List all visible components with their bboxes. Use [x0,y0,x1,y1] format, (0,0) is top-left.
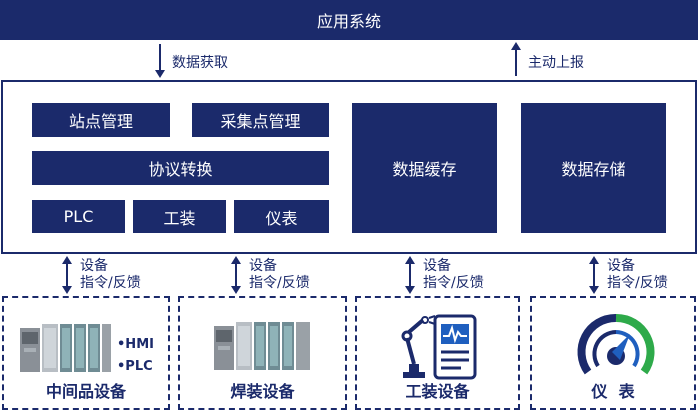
connection-label-line2: 指令/反馈 [607,275,668,291]
connection-label-line2: 指令/反馈 [249,275,310,291]
plc-rack-icon [20,324,111,372]
point-management-label: 采集点管理 [220,112,301,131]
protocol-conversion-label: 协议转换 [148,160,213,179]
plc-rack-icon [214,322,310,370]
connection-label-line2: 指令/反馈 [423,275,484,291]
data-acquire-label: 数据获取 [172,55,228,71]
data-storage-block: 数据存储 [521,103,666,233]
device-name-welding: 焊装设备 [230,382,295,401]
data-storage-label: 数据存储 [561,160,626,179]
active-report-arrow [511,42,521,76]
connection-label-line1: 设备 [607,258,635,274]
device-box-tooling: 工装设备 [355,296,520,410]
hmi-tag: •HMI [117,337,154,352]
device-tags: •HMI •PLC [117,334,154,378]
data-cache-label: 数据缓存 [392,160,457,179]
active-report-label: 主动上报 [528,55,584,71]
point-management-block: 采集点管理 [192,103,329,137]
connection-label-line1: 设备 [80,258,108,274]
connection-arrow-1 [62,256,72,294]
plc-label: PLC [63,207,94,226]
connection-arrow-3 [405,256,415,294]
data-acquire-arrow [155,44,165,78]
device-box-intermediate: •HMI •PLC 中间品设备 [2,296,170,410]
gauge-icon [577,313,655,375]
connection-label-1: 设备 指令/反馈 [80,258,141,292]
tooling-label: 工装 [163,208,196,228]
connection-label-2: 设备 指令/反馈 [249,258,310,292]
device-name-meter: 仪 表 [591,382,635,401]
connection-label-line2: 指令/反馈 [80,275,141,291]
device-box-meter: 仪 表 [530,296,696,410]
meter-label: 仪表 [265,208,298,228]
tooling-block: 工装 [133,200,226,233]
connection-label-3: 设备 指令/反馈 [423,258,484,292]
application-system-title: 应用系统 [316,12,381,31]
connection-arrow-4 [589,256,599,294]
device-name-tooling: 工装设备 [405,382,470,401]
plc-block: PLC [32,200,125,233]
robot-arm-monitor-icon [401,314,477,380]
data-cache-block: 数据缓存 [352,103,497,233]
connection-label-line1: 设备 [249,258,277,274]
connection-label-line1: 设备 [423,258,451,274]
device-box-welding: 焊装设备 [178,296,347,410]
application-system-bar: 应用系统 [0,0,698,40]
meter-block: 仪表 [234,200,329,233]
connection-arrow-2 [231,256,241,294]
plc-tag: •PLC [117,359,153,374]
protocol-conversion-block: 协议转换 [32,151,329,185]
station-management-block: 站点管理 [32,103,170,137]
station-management-label: 站点管理 [68,112,133,131]
device-name-intermediate: 中间品设备 [45,382,126,401]
connection-label-4: 设备 指令/反馈 [607,258,668,292]
